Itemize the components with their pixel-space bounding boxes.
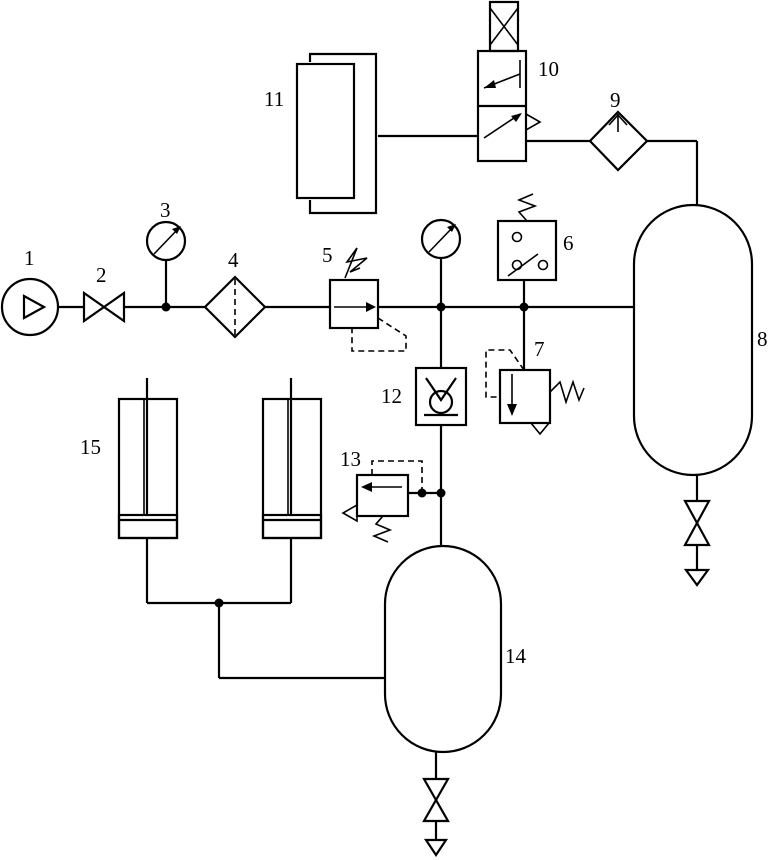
label-8: 8 bbox=[757, 327, 768, 351]
pressure-valve-icon bbox=[341, 460, 423, 543]
shutoff-valve-icon bbox=[82, 290, 126, 324]
tank-icon bbox=[383, 544, 503, 857]
label-4: 4 bbox=[228, 248, 239, 272]
pipelines bbox=[58, 134, 699, 840]
label-2: 2 bbox=[96, 263, 107, 287]
label-1: 1 bbox=[24, 246, 35, 270]
pressure-switch-icon bbox=[496, 193, 558, 282]
pressure-gauge-icon bbox=[145, 220, 187, 262]
label-10: 10 bbox=[538, 57, 559, 81]
solenoid-valve-icon bbox=[476, 0, 542, 163]
pressure-gauge-icon bbox=[420, 218, 462, 260]
label-9: 9 bbox=[610, 88, 621, 112]
label-14: 14 bbox=[505, 644, 527, 668]
filter-icon bbox=[588, 110, 649, 172]
label-12: 12 bbox=[381, 384, 402, 408]
label-6: 6 bbox=[563, 231, 574, 255]
label-11: 11 bbox=[264, 87, 284, 111]
compressor-icon bbox=[0, 277, 60, 337]
accumulator-icon bbox=[295, 52, 378, 215]
cylinder-icon bbox=[261, 378, 323, 540]
label-15: 15 bbox=[80, 435, 101, 459]
filter-icon bbox=[203, 275, 267, 339]
label-7: 7 bbox=[534, 337, 545, 361]
label-5: 5 bbox=[322, 243, 333, 267]
cylinder-icon bbox=[117, 378, 179, 540]
check-valve-icon bbox=[414, 366, 468, 427]
receiver-tank-icon bbox=[632, 203, 754, 587]
pressure-reducing-valve-icon bbox=[485, 349, 585, 436]
label-3: 3 bbox=[160, 198, 171, 222]
label-13: 13 bbox=[340, 447, 361, 471]
component-labels: 1 2 3 4 5 6 7 8 9 10 11 12 13 14 15 bbox=[24, 57, 768, 668]
pressure-relief-valve-icon bbox=[328, 247, 407, 352]
